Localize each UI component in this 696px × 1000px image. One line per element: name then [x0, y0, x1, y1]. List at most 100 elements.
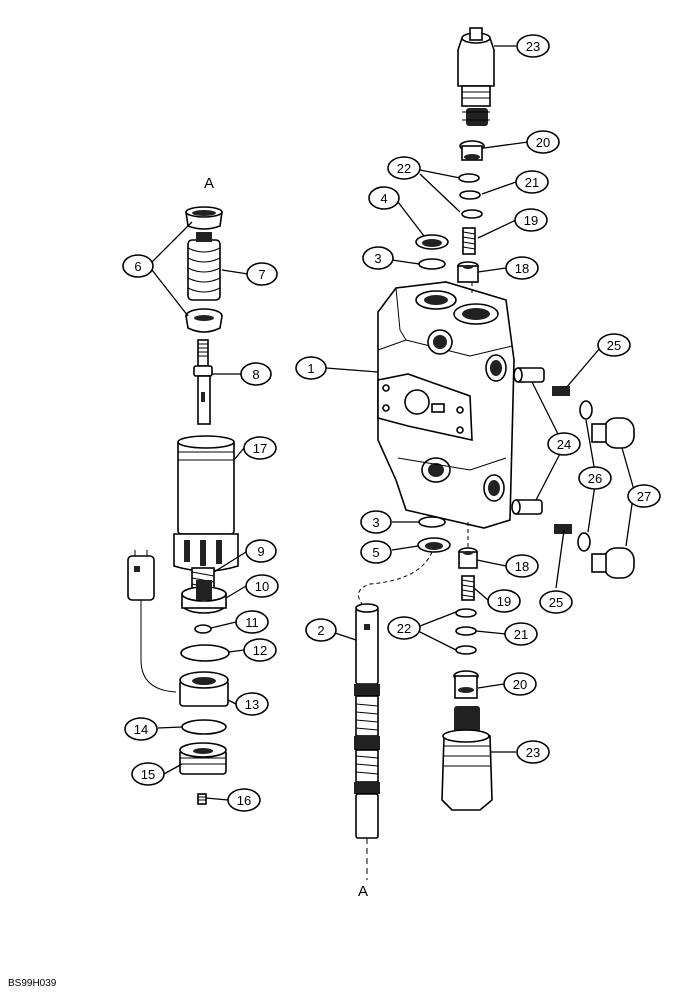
- part-o-ring-21-top: [459, 190, 481, 200]
- svg-text:18: 18: [515, 559, 529, 574]
- callout-19-top: 19: [514, 208, 548, 232]
- callout-20-top: 20: [526, 130, 560, 154]
- callout-2: 2: [305, 618, 337, 642]
- callout-9: 9: [245, 539, 277, 563]
- callout-3-top: 3: [362, 246, 394, 270]
- svg-text:25: 25: [549, 595, 563, 610]
- callout-5: 5: [360, 540, 392, 564]
- svg-text:6: 6: [134, 259, 141, 274]
- svg-text:9: 9: [257, 544, 264, 559]
- callout-20-bottom: 20: [503, 672, 537, 696]
- svg-text:8: 8: [252, 367, 259, 382]
- part-seal-4: [415, 234, 449, 250]
- svg-text:27: 27: [637, 489, 651, 504]
- callout-26: 26: [578, 466, 612, 490]
- part-valve-body: [377, 281, 515, 529]
- part-spring-cap-top: [185, 206, 223, 230]
- callout-17: 17: [243, 436, 277, 460]
- part-o-ring-14: [181, 719, 227, 735]
- callout-1: 1: [295, 356, 327, 380]
- part-seal-26-bottom: [577, 532, 591, 552]
- right-side-plugs: [511, 367, 635, 579]
- part-end-plug: [179, 742, 227, 775]
- callout-7: 7: [246, 262, 278, 286]
- svg-text:18: 18: [515, 261, 529, 276]
- part-seal-5: [417, 537, 451, 553]
- part-check-18-top: [457, 261, 479, 283]
- lower-relief-stack: [417, 516, 493, 811]
- part-poppet-top: [459, 140, 485, 161]
- svg-text:7: 7: [258, 267, 265, 282]
- part-o-ring-3-bottom: [418, 516, 446, 528]
- svg-text:1: 1: [307, 361, 314, 376]
- callout-25-top: 25: [597, 333, 631, 357]
- part-plug-27-top: [591, 417, 635, 449]
- part-detent-housing: [173, 435, 239, 572]
- part-o-ring-12: [180, 644, 230, 662]
- svg-text:20: 20: [513, 677, 527, 692]
- svg-text:5: 5: [372, 545, 379, 560]
- svg-text:3: 3: [372, 515, 379, 530]
- svg-text:20: 20: [536, 135, 550, 150]
- svg-text:3: 3: [374, 251, 381, 266]
- top-relief-stack: [415, 27, 495, 296]
- part-spring-25-top: [552, 386, 570, 396]
- part-seal-26-top: [579, 400, 593, 420]
- part-small-ring: [194, 624, 212, 634]
- svg-text:13: 13: [245, 697, 259, 712]
- svg-text:15: 15: [141, 767, 155, 782]
- callout-4: 4: [368, 186, 400, 210]
- callout-27: 27: [627, 484, 661, 508]
- callout-13: 13: [235, 692, 269, 716]
- callout-18-top: 18: [505, 256, 539, 280]
- part-spring-cap-bottom: [185, 308, 223, 333]
- part-plunger-24-top: [513, 367, 545, 383]
- svg-text:12: 12: [253, 643, 267, 658]
- dashed-link: [357, 551, 433, 605]
- callout-3-bottom: 3: [360, 510, 392, 534]
- callout-24: 24: [547, 432, 581, 456]
- part-relief-cap-top: [457, 27, 495, 126]
- part-check-18-bottom: [458, 547, 478, 569]
- callout-10: 10: [245, 574, 279, 598]
- callout-21-bottom: 21: [504, 622, 538, 646]
- part-plug-27-bottom: [591, 547, 635, 579]
- callout-16: 16: [227, 788, 261, 812]
- callout-22-bottom: 22: [387, 616, 421, 640]
- part-detent-stud: [193, 339, 213, 425]
- part-relief-cap-bottom: [441, 706, 493, 811]
- callout-21-top: 21: [515, 170, 549, 194]
- svg-text:23: 23: [526, 39, 540, 54]
- svg-text:21: 21: [525, 175, 539, 190]
- callout-14: 14: [124, 717, 158, 741]
- svg-text:19: 19: [497, 594, 511, 609]
- svg-text:11: 11: [245, 615, 259, 630]
- svg-text:25: 25: [607, 338, 621, 353]
- callout-22-top: 22: [387, 156, 421, 180]
- part-solenoid-body: [179, 671, 229, 707]
- svg-text:19: 19: [524, 213, 538, 228]
- callout-12: 12: [243, 638, 277, 662]
- part-spool: [354, 603, 380, 880]
- part-spring-25-bottom: [554, 524, 572, 534]
- svg-text:22: 22: [397, 621, 411, 636]
- callout-15: 15: [131, 762, 165, 786]
- part-set-screw: [197, 793, 207, 805]
- part-backup-ring-top-2: [461, 209, 483, 219]
- part-backup-ring-bottom: [455, 608, 477, 618]
- callout-11: 11: [235, 610, 269, 634]
- part-backup-ring-top: [458, 173, 480, 183]
- part-spring-19-bottom: [461, 575, 475, 601]
- svg-text:10: 10: [255, 579, 269, 594]
- svg-text:24: 24: [557, 437, 571, 452]
- section-mark-bottom: A: [358, 883, 368, 900]
- part-spring-19-top: [462, 227, 476, 255]
- callout-8: 8: [240, 362, 272, 386]
- callout-25-bottom: 25: [539, 590, 573, 614]
- callout-23-bottom: 23: [516, 740, 550, 764]
- svg-text:16: 16: [237, 793, 251, 808]
- svg-text:21: 21: [514, 627, 528, 642]
- part-plunger-24-bottom: [511, 499, 543, 515]
- svg-text:22: 22: [397, 161, 411, 176]
